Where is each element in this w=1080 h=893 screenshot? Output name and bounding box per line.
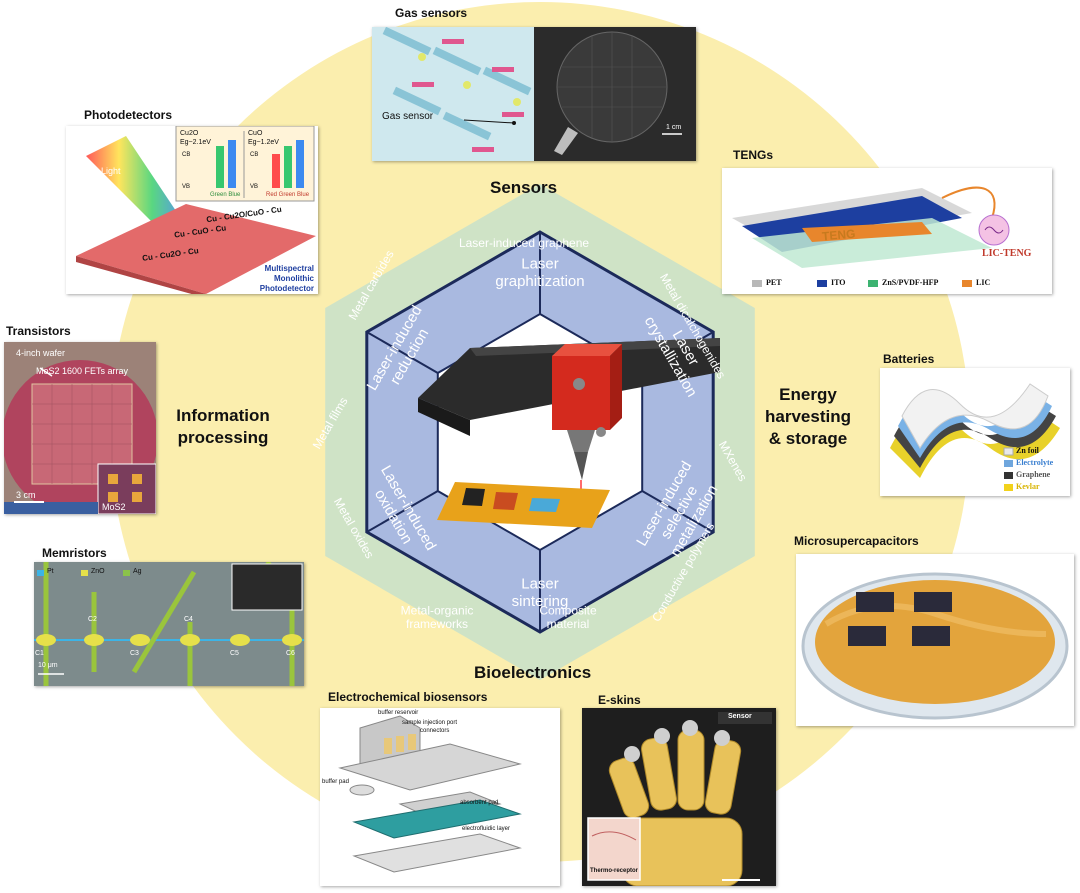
memristor-cell-c6: C6 xyxy=(286,650,295,657)
band-label-right-0: CuO xyxy=(248,130,263,137)
band-label-right-2: CB xyxy=(250,152,259,158)
panel-title-microsupercapacitors: Microsupercapacitors xyxy=(794,534,919,548)
band-label-left-0: Cu2O xyxy=(180,130,199,137)
outer-material-1: Laser-induced graphene xyxy=(459,236,589,250)
gas-sensor-callout: Gas sensor xyxy=(382,111,434,122)
biosensor-part-buffer-pad: buffer pad xyxy=(322,779,349,785)
fet-array-label: MoS2 1600 FETs array xyxy=(36,366,129,376)
band-label-right-1: Eg~1.2eV xyxy=(248,139,279,146)
outer-material-3: MXenes xyxy=(716,439,750,484)
memristor-legend-0: Pt xyxy=(47,568,54,575)
memristor-cell-c3: C3 xyxy=(130,650,139,657)
battery-legend-0: Zn foil xyxy=(1016,446,1039,455)
panel-title-gas-sensors: Gas sensors xyxy=(395,6,468,20)
hexagon-spoke xyxy=(641,490,714,533)
outer-material-8: Metal films xyxy=(310,395,351,452)
teng-legend-zns: ZnS/PVDF-HFP xyxy=(882,278,939,287)
tengs-panel: TENG LIC-TENG PET ITO ZnS/PVDF-HFP LIC xyxy=(722,168,1052,294)
category-energy: Energy harvesting & storage xyxy=(765,385,851,448)
hexagon-spoke xyxy=(366,331,439,374)
gas-scale-bar: 1 cm xyxy=(666,124,682,131)
thermo-receptor-label: Thermo-receptor xyxy=(590,868,639,874)
laser-machine-illustration xyxy=(418,338,720,528)
biosensor-part-absorbent-pad: absorbent pad xyxy=(460,800,499,806)
process-3: Laser-inducedselectivemetalization xyxy=(633,458,725,566)
category-bioelectronics: Bioelectronics xyxy=(474,663,592,682)
battery-legend-3: Kevlar xyxy=(1016,482,1040,491)
mos2-inset-label: MoS2 xyxy=(102,502,126,512)
biosensor-part-buffer-reservoir: buffer reservoir xyxy=(378,710,419,716)
memristor-legend-1: ZnO xyxy=(91,568,105,575)
e-skins-panel: Sensor Thermo-receptor xyxy=(582,708,776,886)
memristor-cell-c4: C4 xyxy=(184,616,193,623)
batteries-panel: Zn foil Electrolyte Graphene Kevlar xyxy=(880,368,1070,496)
band-label-right-3: VB xyxy=(250,184,259,190)
panel-title-e-skins: E-skins xyxy=(598,693,641,707)
hexagon-spoke xyxy=(366,490,439,533)
light-label: Light xyxy=(101,166,121,176)
panel-title-electrochemical-biosensors: Electrochemical biosensors xyxy=(328,690,488,704)
battery-legend-1: Electrolyte xyxy=(1016,458,1054,467)
memristor-cell-c2: C2 xyxy=(88,616,97,623)
band-label-left-2: CB xyxy=(182,152,191,158)
band-label-left-3: VB xyxy=(182,184,191,190)
band-label-left-1: Eg~2.1eV xyxy=(180,139,211,146)
panel-title-memristors: Memristors xyxy=(42,546,107,560)
process-6: Laser-inducedreduction xyxy=(363,303,440,402)
biosensor-part-injection-port: sample injection port xyxy=(402,720,458,726)
band-label-left-4: Green Blue xyxy=(210,192,241,198)
teng-legend-lic: LIC xyxy=(976,278,991,287)
memristor-cell-c1: C1 xyxy=(35,650,44,657)
photodetectors-panel: Light Cu2O Eg~2.1eV CB VB Green Blue CuO… xyxy=(66,126,318,294)
lic-teng-label: LIC-TENG xyxy=(982,248,1032,259)
memristor-scale-bar: 10 μm xyxy=(38,662,58,669)
microsupercapacitors-panel xyxy=(796,554,1074,726)
memristors-panel: Pt ZnO Ag C1 C2 C3 C4 C5 C6 10 μm xyxy=(34,562,304,686)
gas-sensors-panel: Gas sensor 1 cm xyxy=(372,27,696,161)
biosensor-part-electrofluidic-layer: electrofluidic layer xyxy=(462,826,511,832)
panel-title-batteries: Batteries xyxy=(883,352,935,366)
outer-material-9: Metal carbides xyxy=(346,248,397,323)
biosensor-part-connectors: connectors xyxy=(420,728,450,734)
band-label-right-4: Red Green Blue xyxy=(266,192,310,198)
teng-legend-pet: PET xyxy=(766,278,782,287)
outer-material-7: Metal oxides xyxy=(331,495,377,560)
category-information-processing: Information processing xyxy=(176,406,270,447)
panel-title-transistors: Transistors xyxy=(6,324,71,338)
category-sensors: Sensors xyxy=(490,178,558,197)
panel-title-photodetectors: Photodetectors xyxy=(84,108,173,122)
memristor-legend-2: Ag xyxy=(133,568,142,575)
battery-legend-2: Graphene xyxy=(1016,470,1051,479)
electrochemical-biosensors-panel: buffer reservoir sample injection port c… xyxy=(320,708,560,886)
e-skin-sensor-label: Sensor xyxy=(728,713,752,720)
teng-device-label: TENG xyxy=(821,226,856,244)
panel-title-tengs: TENGs xyxy=(733,148,774,162)
transistors-panel: 4-inch wafer MoS2 1600 FETs array 3 cm M… xyxy=(4,342,156,514)
teng-legend-ito: ITO xyxy=(831,278,846,287)
transistor-scale-bar: 3 cm xyxy=(16,490,36,500)
wafer-label: 4-inch wafer xyxy=(16,348,66,358)
memristor-cell-c5: C5 xyxy=(230,650,239,657)
